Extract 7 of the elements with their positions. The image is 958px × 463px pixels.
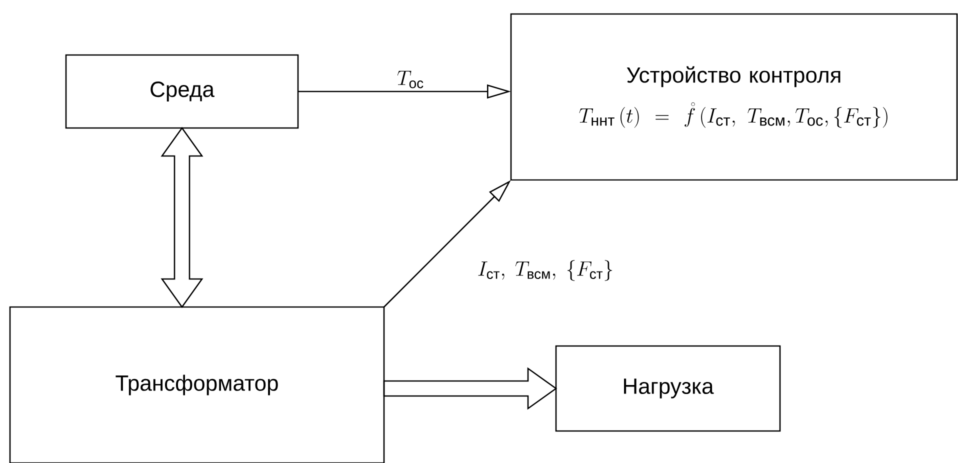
process-box: Нагрузка <box>555 345 781 432</box>
edge-label: $T_{\text{ос}}$ <box>394 68 426 90</box>
edge-label: $I_{\text{ст}},\ T_{\text{всм}},\ \left\{F_{\text{ст}}\right\}$ <box>475 258 616 283</box>
device-box: Устройство контроля $T_{\text{ннт}}\left(t\right)=\mathring{f}\left(I_{\text{ст}},\ T_{\text{всм}},T_{\text{ос}},\left\{F_{\text{ст}}\right\}\right)$ <box>510 13 958 181</box>
arrow <box>383 367 558 410</box>
process-box: Трансформатор <box>9 306 385 463</box>
process-box: Среда <box>65 54 299 129</box>
